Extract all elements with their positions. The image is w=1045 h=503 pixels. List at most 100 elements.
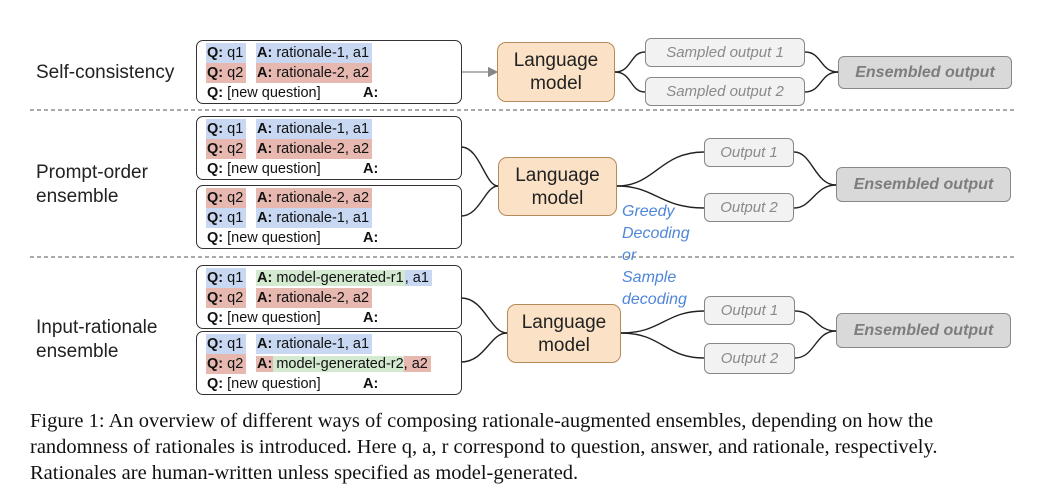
question-chip: Q: q1	[206, 119, 247, 139]
prompt-line: Q: q2 A: rationale-2, a2	[206, 188, 461, 208]
prompt-box-prompt-order-2: Q: q2 A: rationale-2, a2 Q: q1 A: ration…	[196, 185, 462, 249]
question-chip: Q: q1	[206, 43, 247, 63]
decoding-note-line: Decoding	[622, 225, 690, 242]
prompt-box-input-rationale-2: Q: q1 A: rationale-1, a1 Q: q2 A:model-g…	[196, 331, 462, 395]
prompt-line: Q: q1 A: rationale-1, a1	[206, 119, 461, 139]
question-chip: Q: [new question]	[207, 161, 321, 177]
answer-chip: A: model-generated-r1, a1	[256, 268, 432, 288]
answer-chip: A:model-generated-r2, a2	[256, 354, 431, 374]
answer-placeholder: A:	[363, 230, 379, 246]
row-label-input-rationale: Input-rationale ensemble	[36, 316, 157, 364]
po-wire-output-1-to-ens	[793, 151, 837, 186]
prompt-box-input-rationale-1: Q: q1 A: model-generated-r1, a1 Q: q2 A:…	[196, 265, 462, 329]
ir-wire-to-output-1	[620, 310, 705, 334]
answer-placeholder: A:	[363, 310, 379, 326]
answer-placeholder: A:	[363, 161, 379, 177]
ir-wire-output-1-to-ens	[794, 310, 837, 332]
prompt-new-question-line: Q: [new question] A:	[206, 308, 461, 328]
language-model-label: Language	[515, 164, 600, 186]
question-chip: Q: q2	[206, 63, 247, 83]
question-chip: Q: q1	[206, 268, 247, 288]
answer-chip: A: rationale-2, a2	[256, 188, 373, 208]
prompt-new-question-line: Q: [new question] A:	[206, 83, 461, 103]
row-label-line: Input-rationale	[36, 317, 158, 338]
po-wire-output-2-to-ens	[793, 184, 837, 209]
answer-chip: A: rationale-1, a1	[256, 334, 373, 354]
answer-chip: A: rationale-1, a1	[256, 119, 373, 139]
po-wire-to-output-1	[616, 151, 705, 187]
ensembled-output-box-self-consistency: Ensembled output	[838, 56, 1012, 89]
prompt-line: Q: q1 A: rationale-1, a1	[206, 334, 461, 354]
sc-wire-sampled-2-to-ens	[804, 71, 839, 93]
language-model-label: model	[531, 187, 584, 209]
sampled-output-2-box: Sampled output 2	[645, 77, 805, 106]
question-chip: Q: [new question]	[207, 310, 321, 326]
sc-wire-to-sampled-1	[614, 51, 646, 73]
answer-chip: A: rationale-2, a2	[256, 288, 373, 308]
answer-chip: A: rationale-2, a2	[256, 139, 373, 159]
question-chip: Q: q1	[206, 208, 247, 228]
answer-placeholder: A:	[363, 85, 379, 101]
answer-placeholder: A:	[363, 376, 379, 392]
decoding-note-line: or	[622, 247, 637, 264]
language-model-label: Language	[521, 311, 607, 333]
question-chip: Q: [new question]	[207, 85, 321, 101]
ir-wire-prompt-2	[460, 332, 508, 363]
answer-chip: A: rationale-1, a1	[256, 208, 373, 228]
row-label-prompt-order: Prompt-order ensemble	[36, 161, 148, 209]
language-model-label: model	[530, 73, 582, 94]
figure-caption: Figure 1: An overview of different ways …	[30, 410, 938, 484]
decoding-note-line: Greedy	[622, 203, 675, 220]
sampled-output-1-box: Sampled output 1	[645, 38, 805, 67]
prompt-new-question-line: Q: [new question] A:	[206, 228, 461, 248]
ir-wire-output-2-to-ens	[794, 330, 837, 359]
output-1-box-input-rationale: Output 1	[704, 296, 795, 325]
ensembled-output-box-input-rationale: Ensembled output	[836, 313, 1011, 348]
prompt-box-prompt-order-1: Q: q1 A: rationale-1, a1 Q: q2 A: ration…	[196, 116, 462, 180]
question-chip: Q: q2	[206, 354, 247, 374]
po-wire-prompt-2	[460, 185, 499, 217]
prompt-line: Q: q1 A: rationale-1, a1	[206, 43, 461, 63]
prompt-box-self-consistency: Q: q1 A: rationale-1, a1 Q: q2 A: ration…	[196, 40, 462, 104]
decoding-note-line: Sample	[622, 269, 677, 286]
question-chip: Q: q1	[206, 334, 247, 354]
question-chip: Q: q2	[206, 139, 247, 159]
row-label-line: Prompt-order	[36, 162, 148, 183]
ir-wire-to-output-2	[620, 332, 705, 359]
question-chip: Q: q2	[206, 288, 247, 308]
prompt-new-question-line: Q: [new question] A:	[206, 374, 461, 394]
language-model-label: model	[538, 334, 590, 356]
output-2-box-prompt-order: Output 2	[704, 193, 794, 222]
language-model-label: Language	[513, 50, 599, 71]
prompt-line: Q: q2 A: rationale-2, a2	[206, 63, 461, 83]
ensembled-output-box-prompt-order: Ensembled output	[836, 167, 1011, 202]
output-2-box-input-rationale: Output 2	[704, 343, 795, 374]
question-chip: Q: [new question]	[207, 376, 321, 392]
prompt-new-question-line: Q: [new question] A:	[206, 159, 461, 179]
answer-chip: A: rationale-2, a2	[256, 63, 373, 83]
answer-chip: A: rationale-1, a1	[256, 43, 373, 63]
row-label-line: ensemble	[36, 341, 119, 362]
prompt-line: Q: q2 A: rationale-2, a2	[206, 139, 461, 159]
sc-wire-to-sampled-2	[614, 71, 646, 93]
prompt-line: Q: q2 A: rationale-2, a2	[206, 288, 461, 308]
output-1-box-prompt-order: Output 1	[704, 138, 794, 167]
decoding-note: Greedy Decoding or Sample decoding	[622, 201, 690, 311]
po-wire-to-output-2	[616, 185, 705, 209]
sc-wire-sampled-1-to-ens	[804, 51, 839, 73]
prompt-line: Q: q1 A: model-generated-r1, a1	[206, 268, 461, 288]
row-label-line: ensemble	[36, 186, 119, 207]
ir-wire-prompt-1	[460, 297, 508, 334]
prompt-line: Q: q2 A:model-generated-r2, a2	[206, 354, 461, 374]
question-chip: Q: [new question]	[207, 230, 321, 246]
question-chip: Q: q2	[206, 188, 247, 208]
prompt-line: Q: q1 A: rationale-1, a1	[206, 208, 461, 228]
po-wire-prompt-1	[460, 146, 499, 187]
decoding-note-line: decoding	[622, 291, 687, 308]
row-label-self-consistency: Self-consistency	[36, 62, 175, 83]
